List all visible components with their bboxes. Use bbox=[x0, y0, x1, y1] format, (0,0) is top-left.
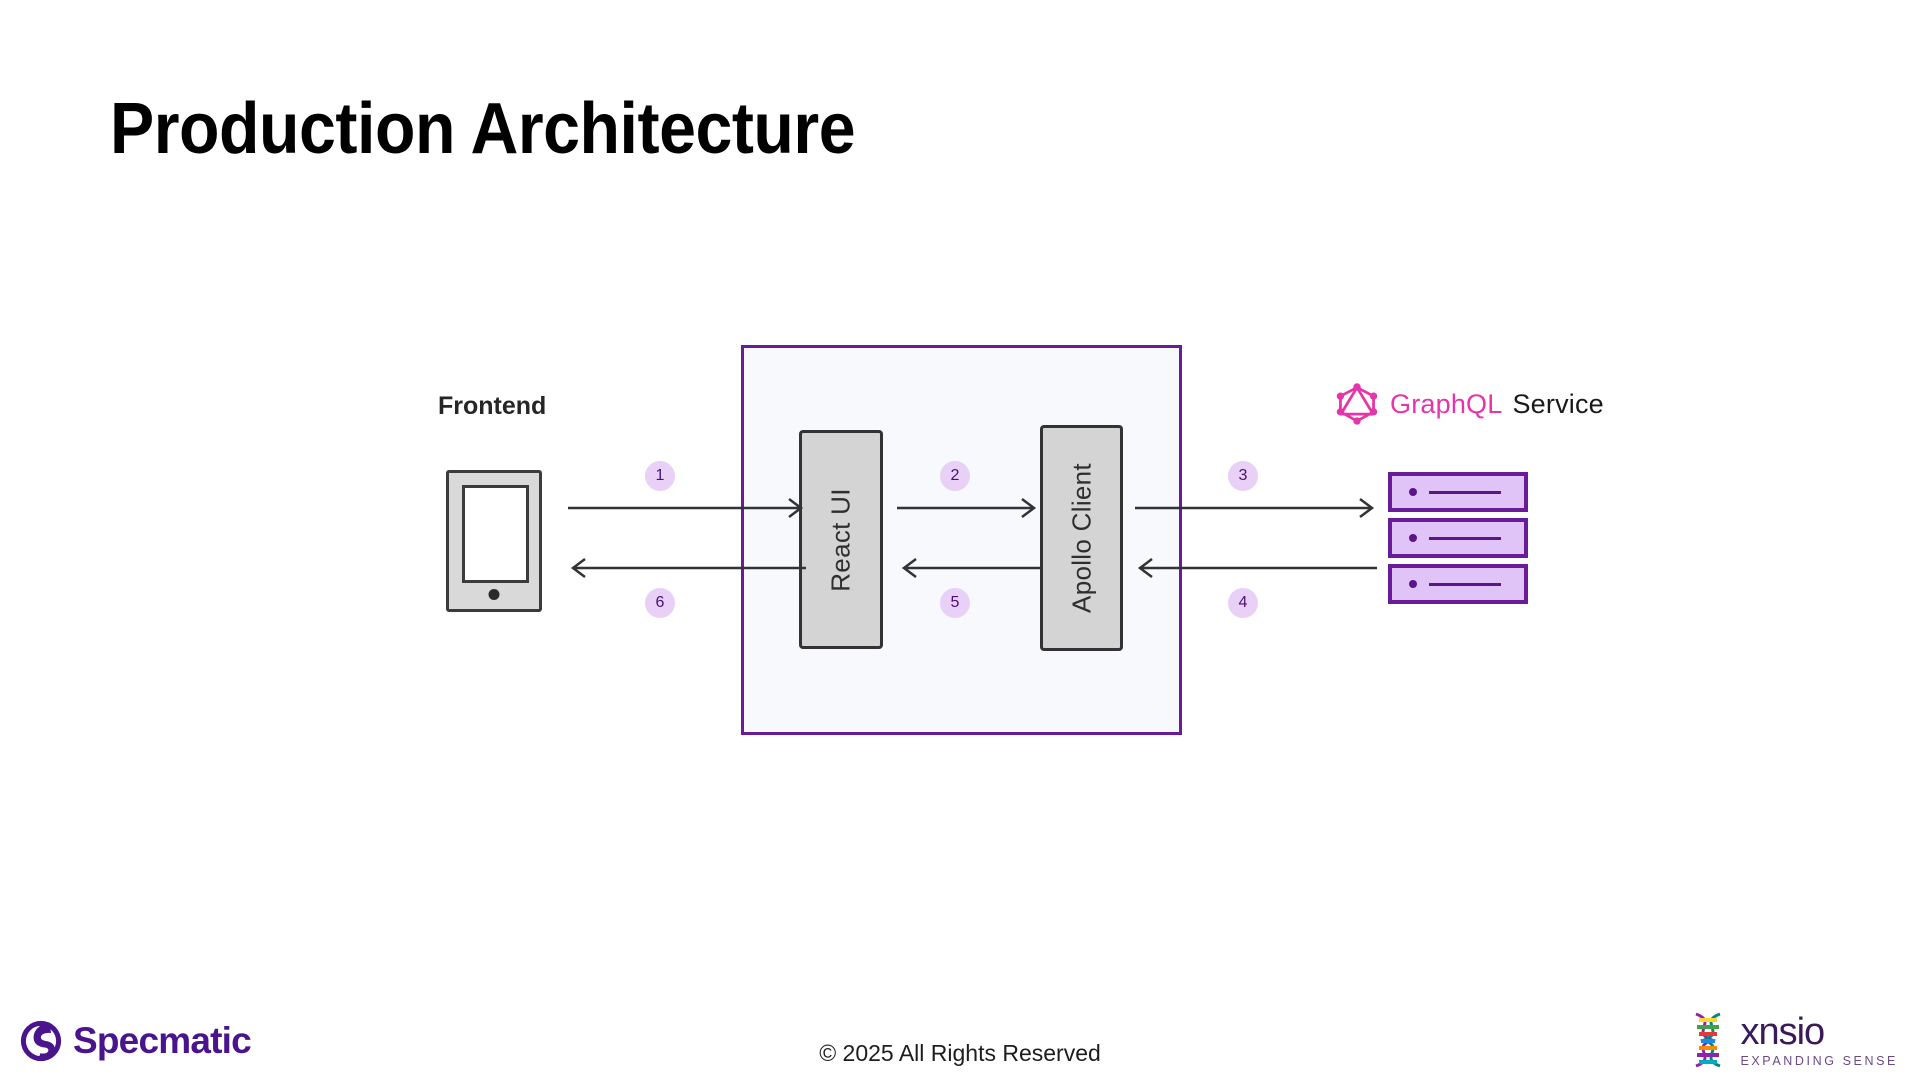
component-label-apollo-client: Apollo Client bbox=[1066, 463, 1096, 613]
arrow-apollo-to-react bbox=[897, 557, 1041, 579]
arrow-service-to-apollo bbox=[1133, 557, 1377, 579]
page-title: Production Architecture bbox=[110, 89, 856, 169]
graphql-logo-icon bbox=[1336, 383, 1378, 425]
specmatic-wordmark: Specmatic bbox=[73, 1020, 252, 1061]
rack-status-dot-icon bbox=[1409, 488, 1417, 496]
frontend-label: Frontend bbox=[438, 392, 547, 420]
xnsio-logo: xnsio EXPANDING SENSE bbox=[1686, 1012, 1898, 1068]
xnsio-wordmark: xnsio bbox=[1740, 1010, 1825, 1053]
rack-bar-icon bbox=[1429, 536, 1501, 540]
arrow-device-to-react bbox=[568, 497, 808, 519]
arrow-react-to-device bbox=[566, 557, 806, 579]
server-rack-unit bbox=[1388, 518, 1528, 558]
component-box-apollo-client: Apollo Client bbox=[1040, 425, 1123, 651]
server-rack-unit bbox=[1388, 564, 1528, 604]
arrow-react-to-apollo bbox=[897, 497, 1041, 519]
graphql-brand-label: GraphQL bbox=[1390, 388, 1503, 419]
xnsio-tagline: EXPANDING SENSE bbox=[1740, 1053, 1898, 1068]
device-home-button-icon bbox=[488, 589, 500, 600]
rack-bar-icon bbox=[1429, 582, 1501, 586]
mobile-device-icon bbox=[446, 470, 542, 612]
rack-bar-icon bbox=[1429, 490, 1501, 494]
xnsio-helix-icon bbox=[1695, 1012, 1722, 1068]
component-box-react-ui: React UI bbox=[799, 430, 883, 649]
server-rack bbox=[1388, 472, 1528, 604]
specmatic-logo: Specmatic bbox=[18, 1018, 252, 1064]
graphql-service-label: Service bbox=[1512, 388, 1604, 419]
copyright-text: © 2025 All Rights Reserved bbox=[819, 1040, 1101, 1066]
step-badge-3[interactable]: 3 bbox=[1228, 461, 1258, 491]
step-badge-4[interactable]: 4 bbox=[1228, 588, 1258, 618]
arrow-apollo-to-service bbox=[1135, 497, 1379, 519]
device-screen bbox=[462, 485, 529, 583]
step-badge-6[interactable]: 6 bbox=[645, 588, 675, 618]
rack-status-dot-icon bbox=[1409, 580, 1417, 588]
step-badge-2[interactable]: 2 bbox=[940, 461, 970, 491]
rack-status-dot-icon bbox=[1409, 534, 1417, 542]
component-label-react-ui: React UI bbox=[825, 487, 856, 592]
specmatic-s-mark-icon bbox=[20, 1020, 62, 1062]
step-badge-5[interactable]: 5 bbox=[940, 588, 970, 618]
server-rack-unit bbox=[1388, 472, 1528, 512]
step-badge-1[interactable]: 1 bbox=[645, 461, 675, 491]
graphql-service-heading: GraphQL Service bbox=[1334, 381, 1604, 427]
